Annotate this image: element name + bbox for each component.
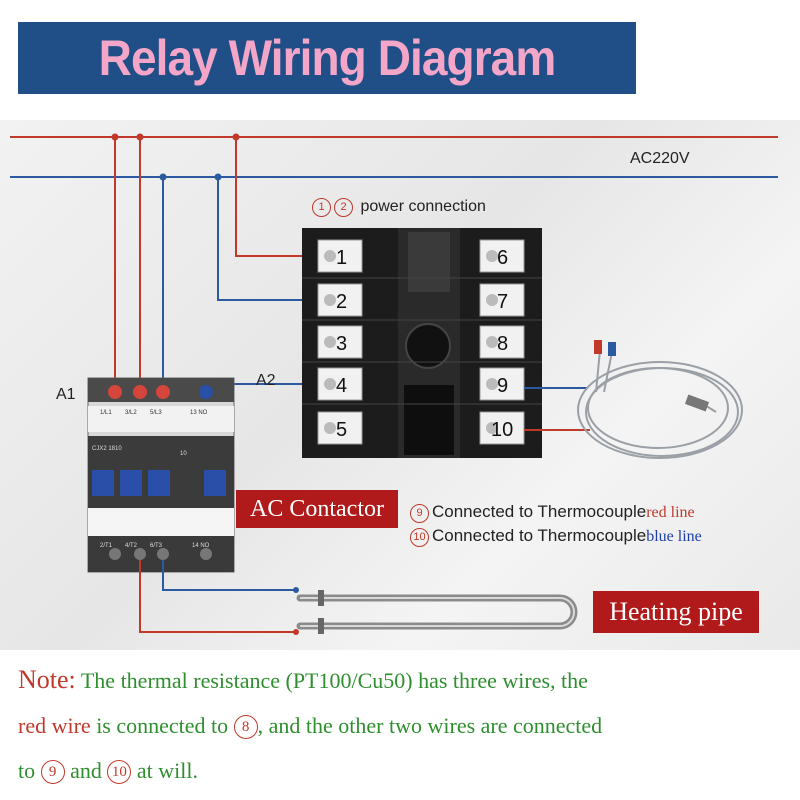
terminal-label: 1 <box>336 247 347 269</box>
terminal-label: 2 <box>336 291 347 313</box>
heating-pipe-inner <box>300 597 575 627</box>
circled-number: 10 <box>107 760 132 784</box>
terminal-5 <box>317 411 363 445</box>
wire-red-to-heater <box>139 560 296 633</box>
junction-dot <box>111 133 119 141</box>
terminal-label: 8 <box>497 333 508 355</box>
contactor-mark: 3/L2 <box>125 410 137 416</box>
red-line-label: red line <box>646 504 695 521</box>
terminal-label: 7 <box>497 291 508 313</box>
terminal-7 <box>479 283 525 317</box>
note-label: Note: <box>18 665 76 694</box>
coil-label-a2: A2 <box>256 372 276 389</box>
page-title: Relay Wiring Diagram <box>98 30 557 86</box>
terminal-3 <box>317 325 363 359</box>
terminal-label: 4 <box>336 375 347 397</box>
note-text: The thermal resistance (PT100/Cu50) has … <box>75 668 588 693</box>
terminal-6 <box>479 239 525 273</box>
wire-red-to-terminal-1 <box>235 137 330 257</box>
circled-number: 1 <box>312 198 331 217</box>
terminal-label: 9 <box>497 375 508 397</box>
circled-number: 2 <box>334 198 353 217</box>
note-red-wire: red wire <box>18 713 91 738</box>
terminal-4 <box>317 367 363 401</box>
wire-blue-to-terminal-2 <box>217 177 330 301</box>
heating-pipe <box>296 594 578 630</box>
junction-dot <box>232 133 240 141</box>
terminal-label: 3 <box>336 333 347 355</box>
circled-number: 9 <box>410 504 429 523</box>
junction-dot <box>159 173 167 181</box>
heating-pipe-label: Heating pipe <box>593 591 759 633</box>
terminal-label: 6 <box>497 247 508 269</box>
contactor-mark: 1/L1 <box>100 410 112 416</box>
terminal-label: 5 <box>336 419 347 441</box>
contactor-model: CJX2 1810 <box>92 446 122 452</box>
contactor-mark: 5/L3 <box>150 410 162 416</box>
contactor-mark: 13 NO <box>190 410 208 416</box>
note-text: and <box>64 758 108 783</box>
terminal-label: 10 <box>491 419 513 441</box>
circled-number: 9 <box>40 760 65 784</box>
terminal-1 <box>317 239 363 273</box>
coil-label-a1: A1 <box>56 386 76 403</box>
junction-dot <box>136 133 144 141</box>
thermocouple-blue-tip <box>608 342 616 356</box>
note-block: Note: The thermal resistance (PT100/Cu50… <box>18 657 790 793</box>
circled-number: 8 <box>233 715 258 739</box>
blue-line-label: blue line <box>646 528 702 545</box>
contactor-mark: 14 NO <box>192 543 210 549</box>
thermocouple-text: Connected to Thermocouple <box>432 526 647 545</box>
thermocouple-red-tip <box>594 340 602 354</box>
thermocouple-sensor <box>577 349 743 459</box>
wire-blue-to-heater <box>162 560 296 591</box>
supply-label: AC220V <box>630 150 690 167</box>
contactor-mark: 10 <box>180 451 187 457</box>
thermocouple-text: Connected to Thermocouple <box>432 502 647 521</box>
note-text: at will. <box>131 758 198 783</box>
ac-contactor-label: AC Contactor <box>236 490 398 528</box>
contactor-mark: 2/T1 <box>100 543 113 549</box>
terminal-8 <box>479 325 525 359</box>
terminal-9 <box>479 367 525 401</box>
title-banner: Relay Wiring Diagram <box>18 22 636 94</box>
circled-number: 10 <box>410 528 429 547</box>
contactor-mark: 4/T2 <box>125 543 138 549</box>
power-connection-text: power connection <box>360 198 486 215</box>
note-text: is connected to <box>90 713 234 738</box>
ac-contactor-body <box>87 377 235 573</box>
thermocouple-probe <box>684 394 710 412</box>
junction-dot <box>214 173 222 181</box>
note-text: , and the other two wires are connected <box>257 713 603 738</box>
terminal-10 <box>479 411 525 445</box>
note-text: to <box>18 758 41 783</box>
contactor-mark: 6/T3 <box>150 543 163 549</box>
terminal-2 <box>317 283 363 317</box>
